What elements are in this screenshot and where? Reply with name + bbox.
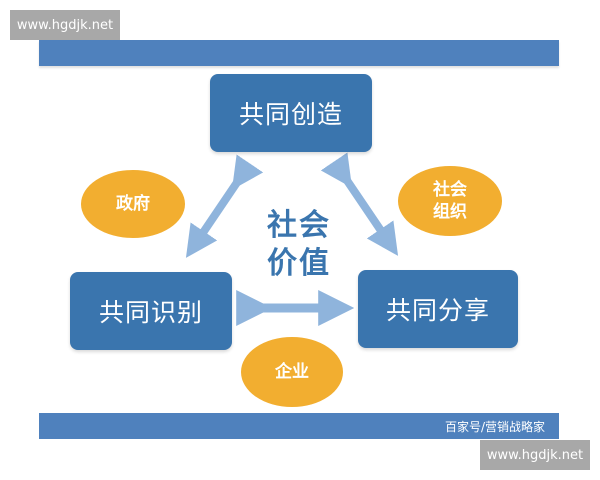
- footer-credit: 百家号/营销战略家: [444, 419, 545, 434]
- actor-social-org-line1: 社会: [433, 180, 467, 200]
- watermark-top: www.hgdjk.net: [10, 10, 120, 40]
- box-co-create: 共同创造: [210, 74, 372, 152]
- box-co-identify: 共同识别: [70, 272, 232, 350]
- arrow-create-share: [320, 152, 399, 256]
- actor-social-organization: 社会 组织: [398, 166, 502, 236]
- arrow-create-identify: [185, 154, 264, 258]
- center-title-line1: 社会: [267, 208, 331, 243]
- center-title-line2: 价值: [267, 246, 331, 281]
- footer-bar: 百家号/营销战略家: [39, 413, 559, 439]
- box-co-share: 共同分享: [358, 270, 518, 348]
- watermark-bottom: www.hgdjk.net: [480, 440, 590, 470]
- center-title: 社会 价值: [244, 207, 354, 283]
- actor-social-org-line2: 组织: [433, 202, 467, 222]
- actor-government: 政府: [81, 170, 185, 238]
- actor-enterprise: 企业: [241, 337, 343, 407]
- header-bar: [39, 40, 559, 66]
